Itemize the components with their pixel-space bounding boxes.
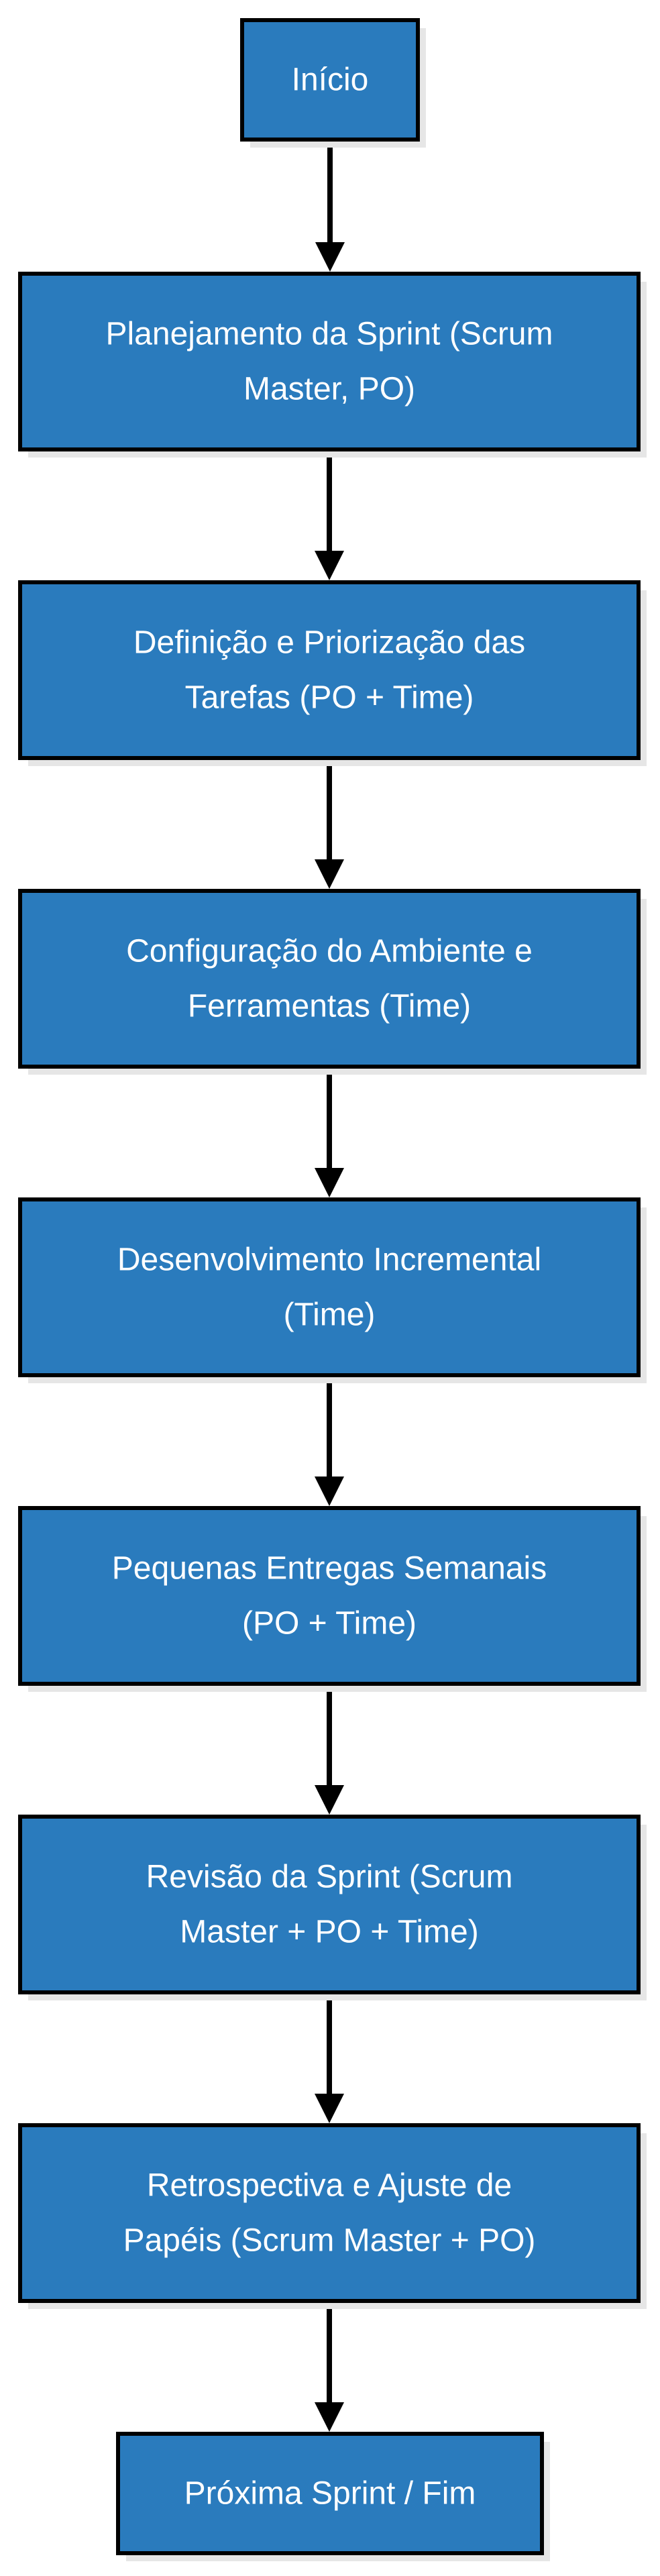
node-label: Ferramentas (Time) [188,989,471,1024]
arrow-head [315,1168,344,1197]
edge-configuracao-to-desenvolvimento [315,1069,344,1197]
node-box [18,272,641,451]
node-label: Início [292,62,369,98]
node-entregas: Pequenas Entregas Semanais (PO + Time) [18,1506,647,1692]
arrow-head [315,242,345,272]
edge-retrospectiva-to-proxima [315,2303,344,2432]
node-label: (Time) [284,1297,376,1333]
node-label: Pequenas Entregas Semanais [112,1551,547,1587]
node-label: Master, PO) [243,372,415,407]
node-box [18,1197,641,1377]
node-retrospectiva: Retrospectiva e Ajuste de Papéis (Scrum M… [18,2123,647,2309]
node-box [18,1506,641,1686]
node-label: Master + PO + Time) [180,1915,478,1950]
arrow-head [315,1785,344,1815]
node-label: Revisão da Sprint (Scrum [146,1860,513,1895]
node-desenvolvimento: Desenvolvimento Incremental (Time) [18,1197,647,1383]
node-inicio: Início [240,18,426,148]
arrow-head [315,2094,344,2123]
node-box [18,580,641,760]
edges-layer [315,142,345,2432]
node-proxima: Próxima Sprint / Fim [116,2432,550,2561]
node-box [18,2123,641,2303]
edge-desenvolvimento-to-entregas [315,1377,344,1506]
edge-revisao-to-retrospectiva [315,1994,344,2123]
arrow-head [315,551,344,580]
node-box [18,1815,641,1994]
edge-entregas-to-revisao [315,1686,344,1815]
edge-inicio-to-planejamento [315,142,345,272]
node-label: Definição e Priorização das [133,625,525,661]
node-box [240,18,420,142]
arrow-head [315,1477,344,1506]
node-label: (PO + Time) [242,1606,417,1642]
node-configuracao: Configuração do Ambiente e Ferramentas (T… [18,889,647,1075]
node-label: Desenvolvimento Incremental [117,1242,541,1278]
node-label: Próxima Sprint / Fim [184,2476,476,2512]
arrow-head [315,859,344,889]
node-label: Configuração do Ambiente e [126,934,533,969]
node-label: Tarefas (PO + Time) [185,680,474,716]
node-label: Retrospectiva e Ajuste de [147,2168,512,2204]
node-box [116,2432,544,2555]
node-label: Papéis (Scrum Master + PO) [123,2223,536,2259]
edge-definicao-to-configuracao [315,760,344,889]
arrow-head [315,2402,344,2432]
node-label: Planejamento da Sprint (Scrum [106,317,553,352]
node-box [18,889,641,1069]
edge-planejamento-to-definicao [315,451,344,580]
